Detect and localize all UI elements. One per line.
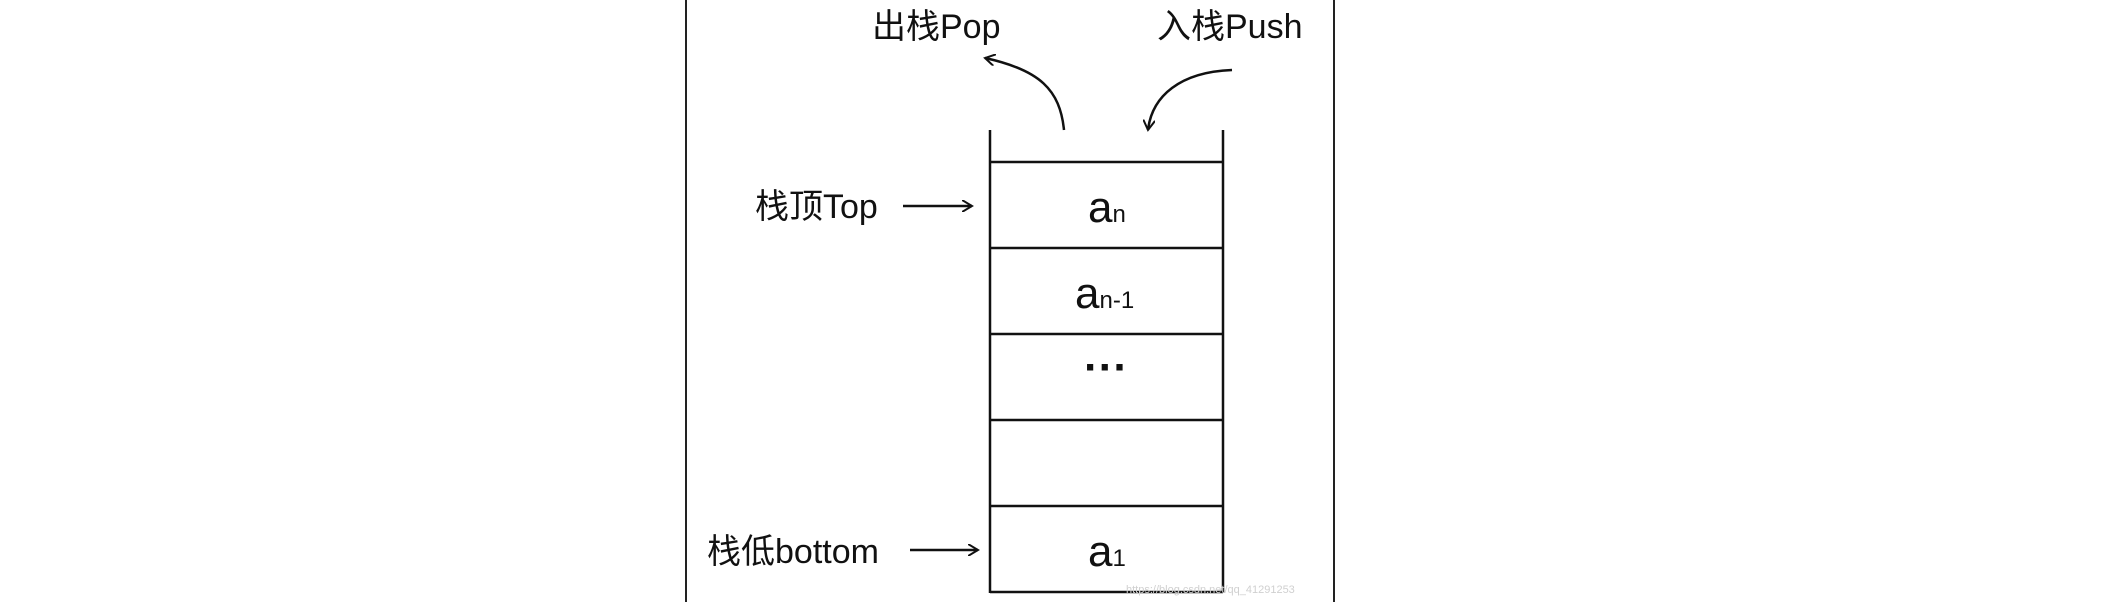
pop-arrow (985, 58, 1066, 131)
cell-an-main: a (1088, 183, 1113, 232)
bottom-label: 栈低bottom (707, 533, 879, 571)
cell-an-1: an-1 (1075, 269, 1134, 318)
cell-a1-sub: 1 (1112, 545, 1125, 572)
cell-an-1-sub: n-1 (1099, 287, 1134, 314)
cell-ellipsis: ··· (1084, 343, 1128, 392)
pop-label: 出栈Pop (872, 8, 1001, 46)
cell-an: an (1088, 183, 1126, 232)
cell-an-sub: n (1112, 201, 1125, 228)
cell-an-1-main: a (1075, 269, 1100, 318)
cell-a1: a1 (1088, 527, 1126, 576)
push-label: 入栈Push (1157, 8, 1303, 46)
top-label: 栈顶Top (755, 188, 878, 226)
stack-cell-lines (990, 160, 1223, 594)
push-arrow (1148, 68, 1233, 130)
watermark: https://blog.csdn.net/qq_41291253 (1126, 584, 1295, 596)
cell-a1-main: a (1088, 527, 1113, 576)
